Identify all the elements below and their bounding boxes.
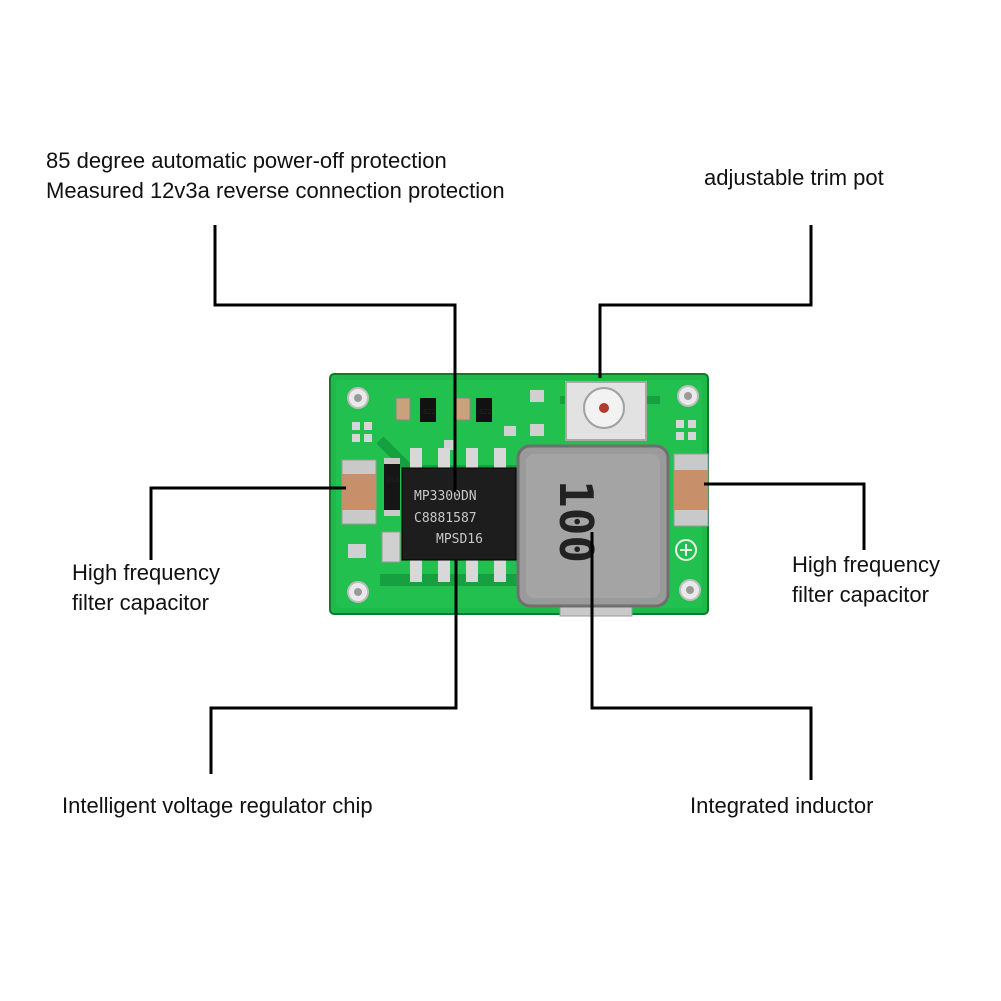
leader-line-inductor <box>590 532 813 780</box>
left-capacitor <box>341 459 377 525</box>
mounting-hole <box>347 387 369 409</box>
protection-label: 85 degree automatic power-off protection… <box>46 146 505 206</box>
protection-label-line1: 85 degree automatic power-off protection <box>46 148 447 173</box>
left-capacitor-label: High frequency filter capacitor <box>72 558 220 618</box>
right-capacitor-label-line1: High frequency <box>792 552 940 577</box>
chip-marking-line1: MP3300DN <box>414 489 477 504</box>
mounting-hole <box>679 579 701 601</box>
leader-lines <box>149 225 866 780</box>
plus-symbol <box>675 539 697 561</box>
leader-line-cap-left <box>149 486 346 560</box>
resistor-marking-2: 822 <box>479 408 492 416</box>
diode-marking: D10 <box>387 476 400 484</box>
left-capacitor-label-line2: filter capacitor <box>72 590 209 615</box>
inductor-label-text: Integrated inductor <box>690 793 874 818</box>
leader-line-protection <box>213 225 457 492</box>
left-capacitor-label-line1: High frequency <box>72 560 220 585</box>
diode: D10 <box>384 458 400 516</box>
right-capacitor-label: High frequency filter capacitor <box>792 550 940 610</box>
mounting-hole <box>677 385 699 407</box>
trim-pot-label: adjustable trim pot <box>704 163 884 193</box>
leader-line-trim-pot <box>598 225 813 378</box>
inductor: 100 <box>516 444 670 617</box>
resistor-marking-1: 822 <box>423 408 436 416</box>
inductor-marking: 100 <box>549 480 603 563</box>
trim-pot-label-text: adjustable trim pot <box>704 165 884 190</box>
protection-label-line2: Measured 12v3a reverse connection protec… <box>46 178 505 203</box>
mounting-hole <box>347 581 369 603</box>
smd-component-row: 822 822 <box>395 390 544 450</box>
leader-line-cap-right <box>704 482 866 550</box>
chip-marking-line2: C8881587 <box>414 511 477 526</box>
trim-pot <box>565 381 647 441</box>
regulator-chip-label-text: Intelligent voltage regulator chip <box>62 793 373 818</box>
inductor-label: Integrated inductor <box>690 791 873 821</box>
leader-line-chip <box>209 560 458 774</box>
right-capacitor <box>673 453 709 527</box>
chip-marking-line3: MPSD16 <box>436 532 483 547</box>
right-capacitor-label-line2: filter capacitor <box>792 582 929 607</box>
regulator-chip-label: Intelligent voltage regulator chip <box>62 791 373 821</box>
regulator-chip: MP3300DN C8881587 MPSD16 <box>401 448 517 582</box>
